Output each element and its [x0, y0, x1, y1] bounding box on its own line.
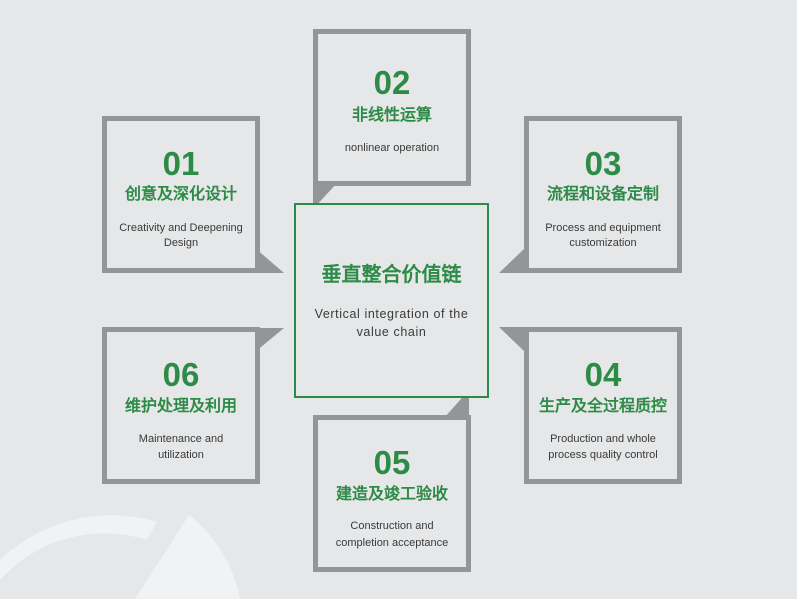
step-number: 06 — [162, 356, 200, 393]
pointer-02-icon — [313, 182, 338, 209]
step-card-04: 04 生产及全过程质控 Production and whole process… — [524, 327, 682, 484]
step-card-01: 01 创意及深化设计 Creativity and Deepening Desi… — [102, 116, 260, 273]
step-desc-line1: Process and equipment — [545, 222, 661, 234]
step-card-06: 06 维护处理及利用 Maintenance and utilization — [102, 327, 260, 484]
pointer-03-icon — [499, 249, 524, 273]
step-desc-line2: customization — [569, 237, 637, 249]
step-desc-line1: Production and whole — [550, 433, 656, 445]
step-desc-line1: Construction and — [350, 520, 434, 532]
step-card-02: 02 非线性运算 nonlinear operation — [313, 29, 471, 186]
step-title: 生产及全过程质控 — [538, 396, 667, 415]
step-title: 非线性运算 — [351, 105, 432, 124]
step-title: 创意及深化设计 — [124, 184, 237, 203]
step-desc-line2: completion acceptance — [335, 537, 449, 549]
step-number: 03 — [584, 145, 622, 182]
step-desc-line1: nonlinear operation — [344, 142, 440, 154]
pointer-06-icon — [255, 328, 284, 352]
step-desc-line1: Creativity and Deepening — [119, 222, 243, 234]
step-desc-line2: utilization — [158, 449, 204, 461]
step-number: 02 — [373, 64, 411, 101]
step-title: 流程和设备定制 — [546, 184, 659, 203]
step-desc-line2: process quality control — [548, 449, 658, 461]
step-title: 建造及竣工验收 — [335, 484, 448, 503]
pointer-04-icon — [499, 327, 524, 351]
step-card-03: 03 流程和设备定制 Process and equipment customi… — [524, 116, 682, 273]
center-title: 垂直整合价值链 — [321, 262, 462, 286]
step-desc-line1: Maintenance and — [138, 433, 224, 445]
step-number: 05 — [373, 444, 411, 481]
step-title: 维护处理及利用 — [124, 396, 237, 415]
step-number: 01 — [162, 145, 200, 182]
step-number: 04 — [584, 356, 622, 393]
step-card-05: 05 建造及竣工验收 Construction and completion a… — [313, 415, 471, 572]
pointer-01-icon — [255, 248, 284, 273]
center-subtitle: Vertical integration of the value chain — [314, 307, 469, 339]
center-value-chain-box: 垂直整合价值链 Vertical integration of the valu… — [294, 203, 489, 398]
step-desc-line2: Design — [163, 237, 199, 249]
